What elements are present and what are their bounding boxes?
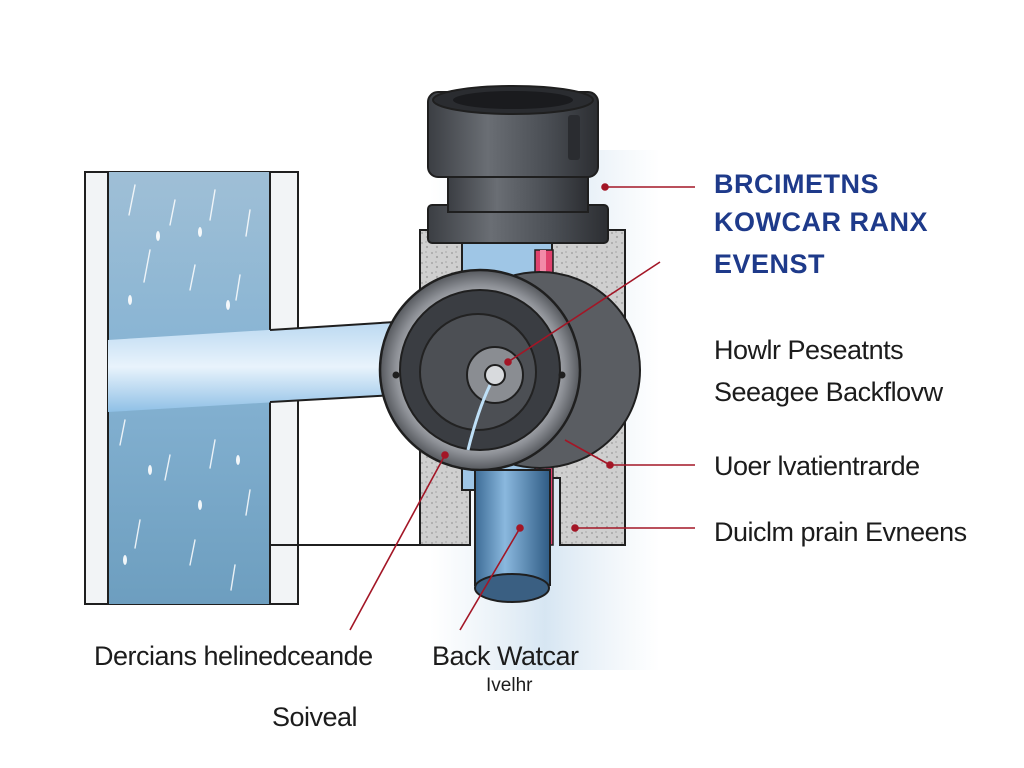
bottom-label-bottom: Soiveal [272, 702, 358, 732]
cleanout-cap [427, 85, 609, 244]
side-label-4: Duiclm prain Evneens [714, 517, 967, 547]
side-label-1: Howlr Peseatnts [714, 335, 904, 365]
rain-drop-dots [123, 227, 240, 565]
bottom-label-left: Dercians helinedceande [94, 641, 373, 671]
title-line-1: BRCIMETNS [714, 169, 879, 199]
rain-drops [119, 184, 251, 591]
water-stream [466, 384, 492, 451]
leader-lines [349, 183, 695, 631]
bottom-label-center-sub: Ivelhr [486, 675, 533, 696]
drain-pipe [474, 469, 551, 603]
title-line-2: KOWCAR RANX [714, 207, 928, 237]
side-label-3: Uoer lvatientrarde [714, 451, 920, 481]
title-line-3: EVENST [714, 249, 826, 279]
side-label-2: Seeagee Backflovw [714, 377, 943, 407]
bottom-label-center: Back Watcar [432, 641, 579, 671]
inflow-pipe [108, 321, 396, 412]
